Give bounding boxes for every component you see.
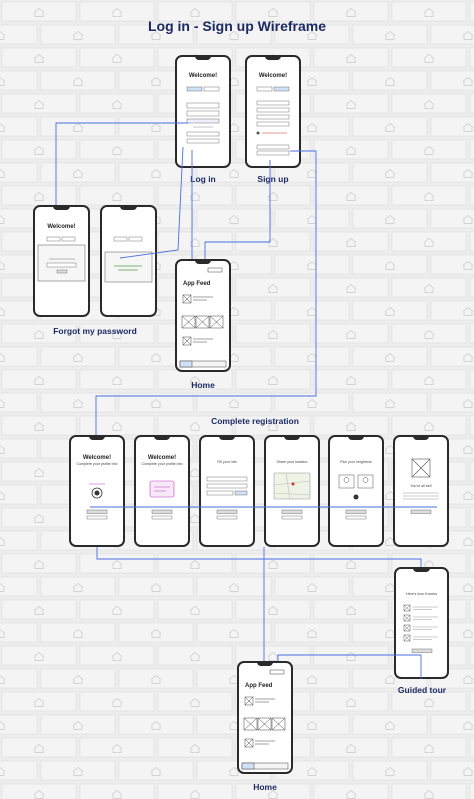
login-heading: Welcome!	[188, 73, 218, 79]
registration-step-3[interactable]: Fill your info	[199, 435, 255, 547]
signup-screen[interactable]: Welcome!	[245, 55, 301, 168]
home2-heading: App Feed	[245, 683, 273, 689]
reg1-subtitle: Complete your profile info	[76, 462, 118, 466]
home-feed-screen-1[interactable]: App Feed	[175, 259, 231, 372]
login-label: Log in	[190, 174, 216, 184]
forgot-password-label: Forgot my password	[53, 326, 137, 336]
signup-heading: Welcome!	[258, 73, 288, 79]
reg4-subtitle: Share your location	[276, 460, 308, 464]
reg2-wireframe	[149, 480, 175, 520]
reg5-subtitle: Pick your neighbors	[340, 460, 372, 464]
guided-subtitle: Here's how it works	[405, 592, 438, 596]
forgot1-heading: Welcome!	[47, 224, 76, 230]
login-screen[interactable]: Welcome!	[175, 55, 231, 168]
complete-registration-label: Complete registration	[211, 416, 299, 426]
forgot-password-screen-2[interactable]	[100, 205, 157, 317]
reg2-heading: Welcome!	[147, 455, 177, 461]
reg3-subtitle: Fill your info	[217, 460, 237, 464]
guided-tour-screen[interactable]: Here's how it works	[394, 567, 449, 679]
forgot-password-screen-1[interactable]: Welcome!	[33, 205, 90, 317]
page-title: Log in - Sign up Wireframe	[148, 18, 326, 34]
home-feed-screen-2[interactable]: App Feed	[237, 661, 293, 774]
reg3-wireframe	[206, 476, 248, 520]
registration-step-5[interactable]: Pick your neighbors	[328, 435, 384, 547]
reg1-wireframe	[86, 483, 108, 520]
guided-tour-label: Guided tour	[397, 685, 447, 695]
forgot2-wireframe	[104, 236, 153, 283]
home2-feed-wireframe	[241, 669, 289, 770]
reg6-subtitle: You're all set!	[410, 484, 432, 488]
registration-step-6[interactable]: You're all set!	[393, 435, 449, 547]
reg2-subtitle: Complete your profile info	[141, 462, 183, 466]
reg5-wireframe	[338, 474, 374, 520]
registration-step-2[interactable]: Welcome!Complete your profile info	[134, 435, 190, 547]
home-label-2: Home	[253, 782, 277, 792]
home-label-1: Home	[191, 380, 215, 390]
home1-feed-wireframe	[179, 267, 227, 368]
guided-tour-wireframe	[403, 604, 438, 653]
signup-form-wireframe	[256, 86, 290, 156]
registration-step-1[interactable]: Welcome!Complete your profile info	[69, 435, 125, 547]
registration-step-4[interactable]: Share your location	[264, 435, 320, 547]
reg1-heading: Welcome!	[82, 455, 112, 461]
reg4-map-wireframe	[273, 472, 311, 520]
reg6-wireframe	[403, 458, 439, 514]
forgot1-wireframe	[37, 236, 86, 282]
login-form-wireframe	[186, 86, 220, 144]
signup-label: Sign up	[257, 174, 289, 184]
